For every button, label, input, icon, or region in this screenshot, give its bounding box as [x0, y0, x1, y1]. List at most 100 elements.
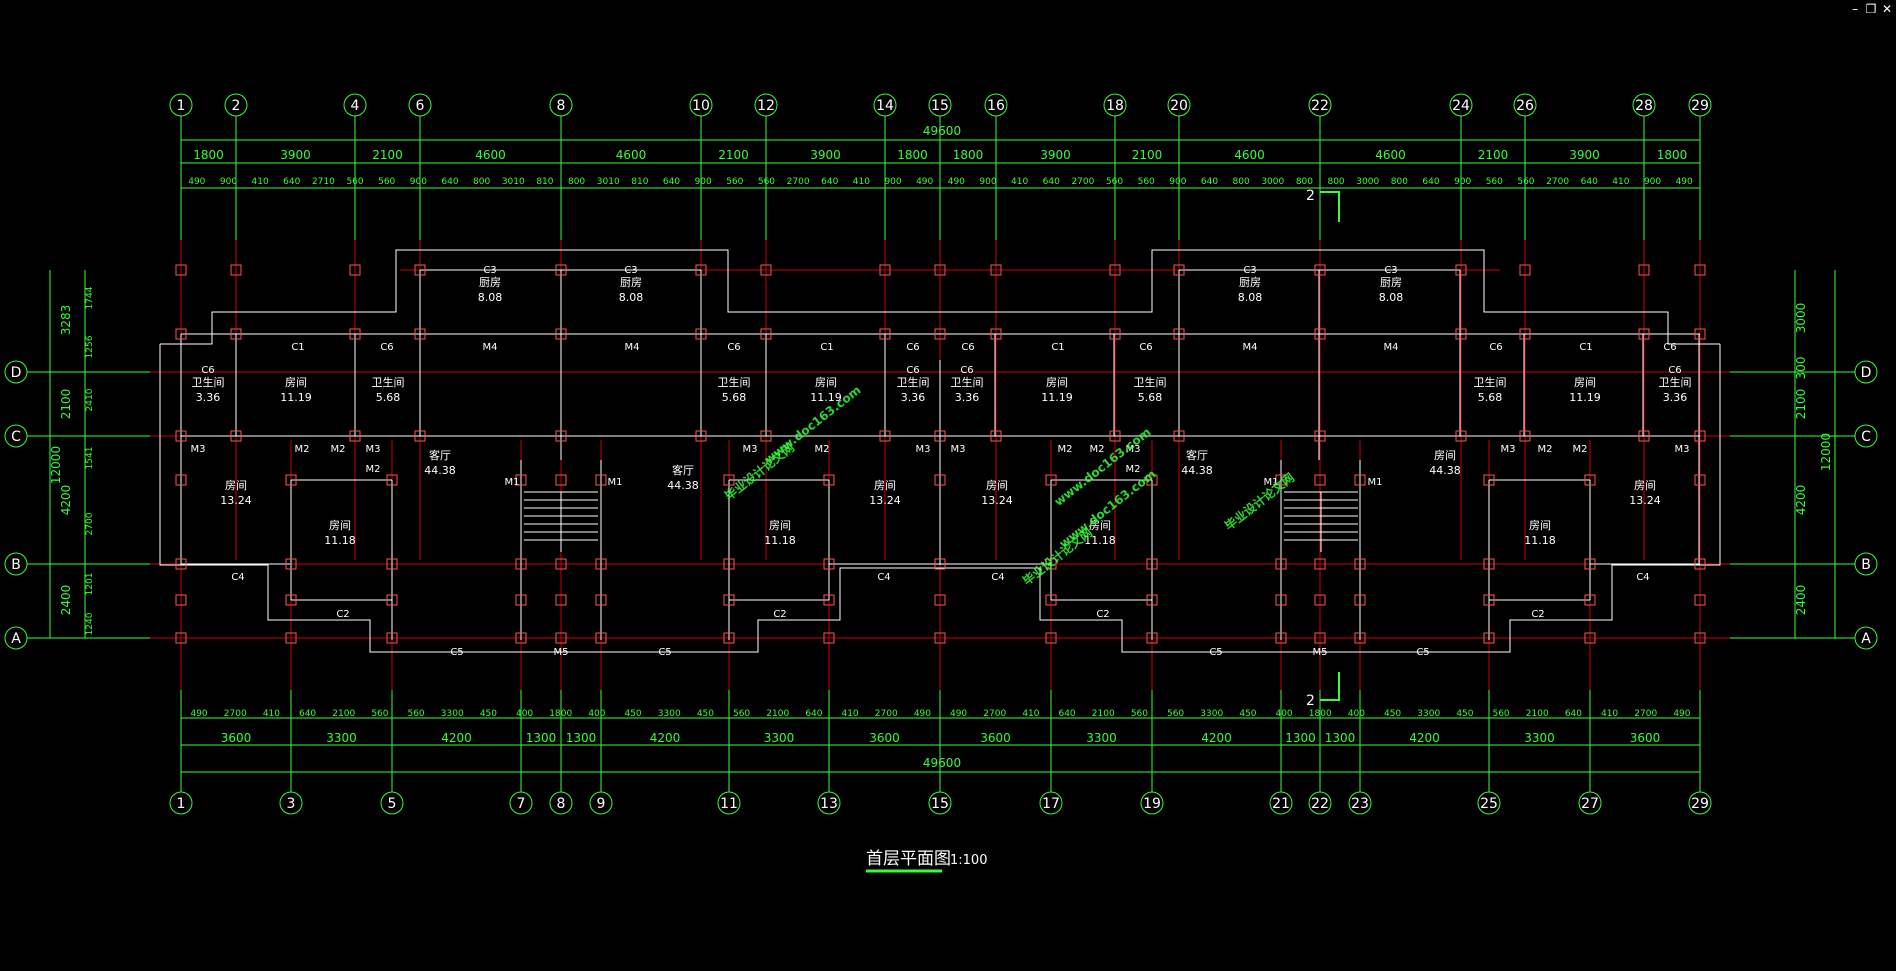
room-area-4: 3.36: [196, 391, 221, 404]
dim-bottom-detail-28: 3300: [1200, 709, 1223, 719]
room-name-23: 房间: [874, 479, 896, 492]
dim-top-detail-19: 2700: [787, 177, 810, 187]
room-window-9: C6: [906, 365, 919, 376]
dim-top-detail-33: 800: [1233, 177, 1250, 187]
axis-right-label-2: B: [1861, 557, 1871, 573]
room-window-2: C3: [1243, 265, 1256, 276]
dim-bottom-detail-1: 2700: [224, 709, 247, 719]
room-area-26: 11.18: [1524, 534, 1556, 547]
restore-icon[interactable]: ❐: [1865, 2, 1877, 16]
dim-bottom-10: 4200: [1201, 731, 1232, 745]
dim-top-10: 2100: [1132, 148, 1163, 162]
dimension-lines: [27, 116, 1855, 792]
axis-bottom-bubble-11: [1269, 791, 1293, 815]
dim-bottom-detail-21: 490: [950, 709, 967, 719]
dim-top-detail-43: 2700: [1546, 177, 1569, 187]
axis-top-label-2: 4: [351, 98, 360, 114]
axis-top-label-12: 22: [1311, 98, 1329, 114]
axis-right-label-0: D: [1861, 365, 1872, 381]
dim-top-detail-45: 410: [1612, 177, 1629, 187]
opening-34: M1: [1264, 477, 1279, 488]
room-name-5: 房间: [285, 376, 307, 389]
dim-top-detail-25: 900: [979, 177, 996, 187]
dim-top-11: 4600: [1234, 148, 1265, 162]
axis-top-bubble-2: [343, 93, 367, 117]
axis-top-bubble-0: [169, 93, 193, 117]
dim-bottom-detail-0: 490: [190, 709, 207, 719]
walls: [159, 249, 1721, 653]
axis-left-label-3: A: [11, 631, 21, 647]
room-name-2: 厨房: [1239, 276, 1261, 289]
opening-30: M2: [1573, 444, 1588, 455]
axis-bottom-label-7: 13: [820, 796, 838, 812]
dim-bottom-detail-17: 640: [805, 709, 822, 719]
dim-bottom-5: 4200: [650, 731, 681, 745]
opening-18: M3: [366, 444, 381, 455]
dim-bottom-detail-36: 560: [1492, 709, 1509, 719]
room-name-4: 卫生间: [192, 375, 225, 389]
room-window-1: C3: [624, 265, 637, 276]
dim-top-detail-24: 490: [948, 177, 965, 187]
opening-19: M2: [366, 464, 381, 475]
axis-right-bubble-2: [1854, 552, 1878, 576]
axis-top-label-1: 2: [232, 98, 241, 114]
dim-bottom-detail-25: 2100: [1092, 709, 1115, 719]
dim-bottom-detail-6: 560: [407, 709, 424, 719]
axis-top-bubble-13: [1449, 93, 1473, 117]
overall-dimension-bottom: 49600: [923, 756, 961, 770]
opening-21: M2: [815, 444, 830, 455]
dim-top-0: 1800: [193, 148, 224, 162]
axis-top-label-11: 20: [1170, 98, 1188, 114]
dim-top-13: 2100: [1478, 148, 1509, 162]
dim-top-8: 1800: [953, 148, 984, 162]
dim-bottom-detail-37: 2100: [1526, 709, 1549, 719]
dim-bottom-2: 4200: [441, 731, 472, 745]
dim-bottom-detail-4: 2100: [332, 709, 355, 719]
opening-1: C6: [380, 342, 393, 353]
dim-top-detail-46: 900: [1644, 177, 1661, 187]
dim-top-detail-3: 640: [283, 177, 300, 187]
dim-top-detail-5: 560: [346, 177, 363, 187]
room-area-22: 11.18: [764, 534, 796, 547]
dim-bottom-11: 1300: [1285, 731, 1316, 745]
opening-44: C2: [1096, 609, 1109, 620]
room-area-1: 8.08: [619, 291, 644, 304]
axis-top-label-0: 1: [177, 98, 186, 114]
dim-bottom-detail-34: 3300: [1417, 709, 1440, 719]
dim-right-5: 2400: [1794, 585, 1808, 616]
dim-left-inner-3: 1541: [85, 447, 95, 470]
axis-bottom-label-13: 23: [1351, 796, 1369, 812]
opening-41: C2: [773, 609, 786, 620]
dim-left-inner-5: 1201: [85, 573, 95, 596]
opening-20: M3: [743, 444, 758, 455]
axis-top-bubble-6: [754, 93, 778, 117]
dim-top-detail-26: 410: [1011, 177, 1028, 187]
room-area-7: 5.68: [722, 391, 747, 404]
dim-bottom-detail-30: 400: [1275, 709, 1292, 719]
axis-bottom-label-10: 19: [1143, 796, 1161, 812]
dim-top-detail-47: 490: [1676, 177, 1693, 187]
dim-left-4: 2400: [59, 585, 73, 616]
opening-39: M5: [554, 647, 569, 658]
dim-top-5: 2100: [718, 148, 749, 162]
room-name-20: 房间: [225, 479, 247, 492]
axis-bottom-bubble-7: [817, 791, 841, 815]
dim-left-inner-0: 1744: [85, 286, 95, 309]
dim-bottom-detail-15: 560: [733, 709, 750, 719]
dim-bottom-detail-3: 640: [299, 709, 316, 719]
dim-bottom-detail-8: 450: [480, 709, 497, 719]
axis-left-label-1: C: [11, 429, 21, 445]
axis-left-bubble-1: [4, 424, 28, 448]
opening-10: M4: [1243, 342, 1258, 353]
minimize-icon[interactable]: –: [1852, 2, 1858, 16]
room-area-16: 44.38: [424, 464, 456, 477]
room-area-12: 5.68: [1138, 391, 1163, 404]
dim-top-detail-39: 640: [1422, 177, 1439, 187]
dim-left-inner-6: 1240: [85, 612, 95, 635]
dim-top-detail-4: 2710: [312, 177, 335, 187]
room-area-27: 13.24: [1629, 494, 1661, 507]
room-name-14: 房间: [1574, 376, 1596, 389]
close-icon[interactable]: ✕: [1881, 2, 1893, 16]
dim-top-detail-41: 560: [1486, 177, 1503, 187]
room-area-23: 13.24: [869, 494, 901, 507]
